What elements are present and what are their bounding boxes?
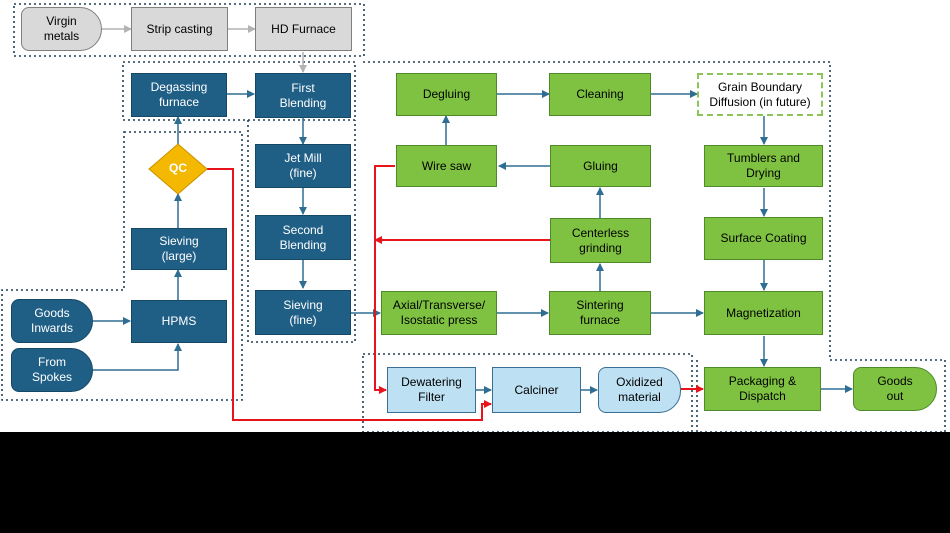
- node-sieving-fine: Sieving (fine): [255, 290, 351, 335]
- node-gluing: Gluing: [550, 145, 651, 187]
- node-hd-furnace: HD Furnace: [255, 7, 352, 51]
- node-qc-label: QC: [169, 161, 187, 175]
- group-degas-blend: [122, 61, 356, 121]
- node-goods-inwards: Goods Inwards: [11, 299, 93, 343]
- node-grain-boundary: Grain Boundary Diffusion (in future): [697, 73, 823, 116]
- arrow-wiresaw-scrap: [374, 165, 395, 394]
- node-jet-mill: Jet Mill (fine): [255, 144, 351, 188]
- node-magnetization: Magnetization: [704, 291, 823, 335]
- node-centerless-grinding: Centerless grinding: [550, 218, 651, 263]
- node-virgin-metals: Virgin metals: [21, 7, 102, 51]
- node-from-spokes: From Spokes: [11, 348, 93, 392]
- node-strip-casting: Strip casting: [131, 7, 228, 51]
- node-tumblers-drying: Tumblers and Drying: [704, 145, 823, 187]
- qc-diamond: [148, 143, 208, 195]
- node-hpms: HPMS: [131, 300, 227, 343]
- node-cleaning: Cleaning: [549, 73, 651, 116]
- group-milling: [247, 120, 356, 343]
- node-oxidized-material: Oxidized material: [598, 367, 681, 413]
- group-input-qc: [1, 131, 243, 401]
- node-press: Axial/Transverse/ Isostatic press: [381, 291, 497, 335]
- arrow-spokes-to-hpms: [93, 343, 182, 371]
- node-surface-coating: Surface Coating: [704, 217, 823, 260]
- node-second-blending: Second Blending: [255, 215, 351, 260]
- connectors-layer: [1, 3, 946, 432]
- node-first-blending: First Blending: [255, 73, 351, 118]
- node-degassing-furnace: Degassing furnace: [131, 73, 227, 117]
- node-wire-saw: Wire saw: [396, 145, 497, 187]
- node-calciner: Calciner: [492, 367, 581, 413]
- process-flow-diagram: Virgin metals Strip casting HD Furnace D…: [0, 0, 950, 432]
- node-sieving-large: Sieving (large): [131, 228, 227, 270]
- group-recycling: [362, 353, 693, 432]
- node-dewatering-filter: Dewatering Filter: [387, 367, 476, 413]
- node-degluing: Degluing: [396, 73, 497, 116]
- group-magnet-production: [363, 61, 946, 432]
- arrow-qc-reject: [207, 168, 492, 421]
- node-sintering-furnace: Sintering furnace: [549, 291, 651, 335]
- node-packaging-dispatch: Packaging & Dispatch: [704, 367, 821, 411]
- group-raw-materials: [13, 3, 365, 57]
- node-goods-out: Goods out: [853, 367, 937, 411]
